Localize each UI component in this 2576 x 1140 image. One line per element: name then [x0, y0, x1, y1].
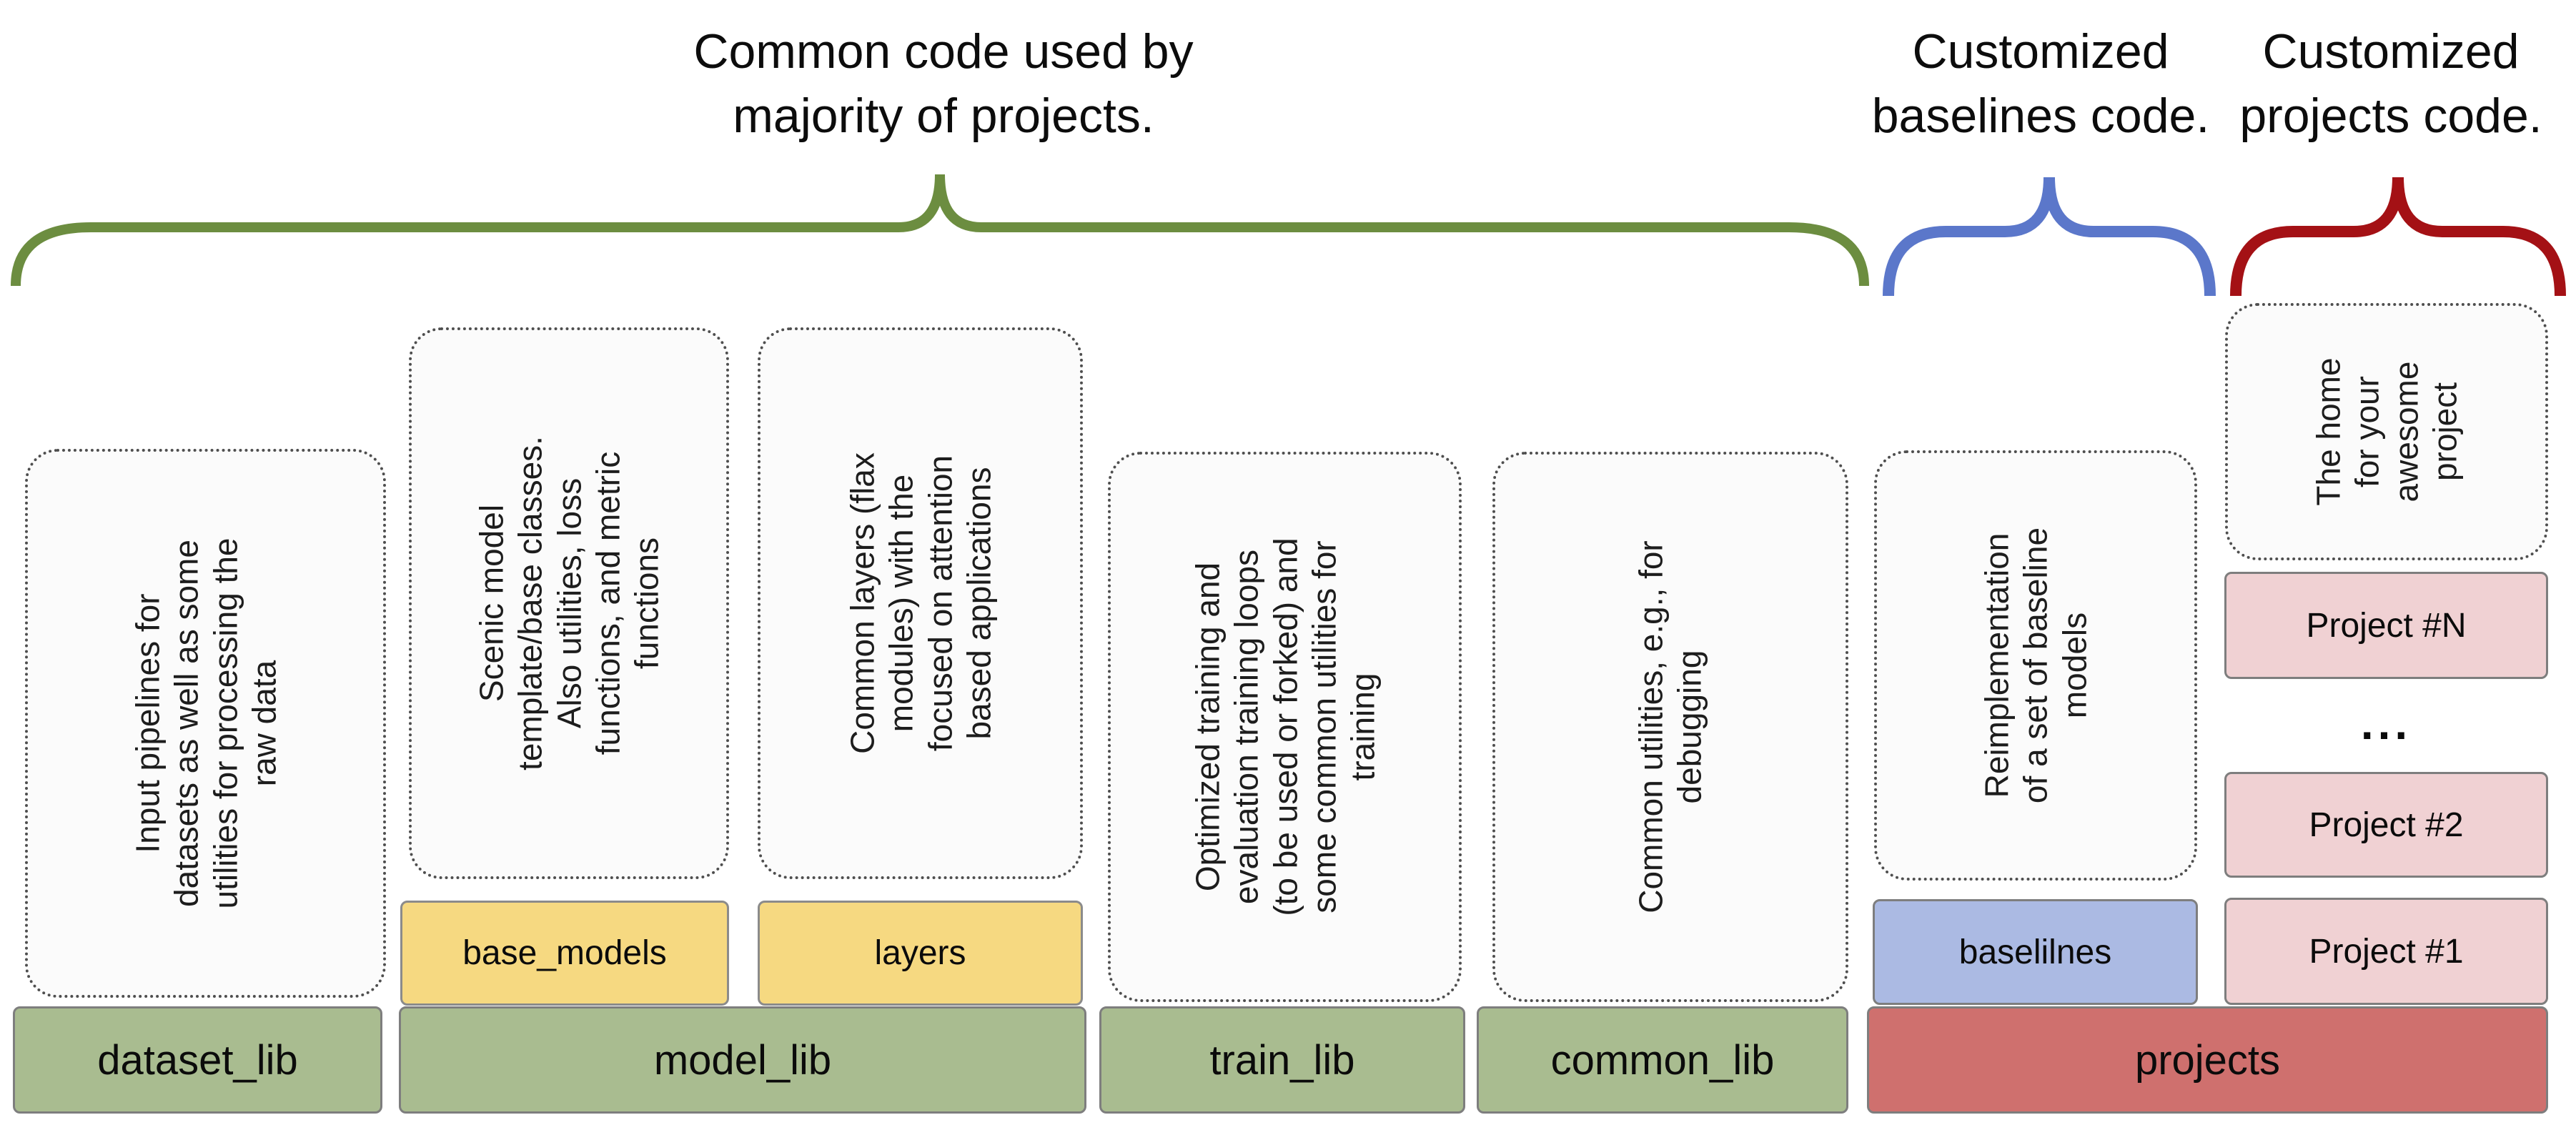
module-baselines: baselilnes [1873, 899, 2198, 1005]
brace-customized-baselines [1883, 177, 2216, 297]
description-base-models-text: Scenic model template/base classes. Also… [472, 436, 665, 770]
description-layers-text: Common layers (flax modules) with the fo… [843, 452, 997, 754]
module-dataset-lib: dataset_lib [13, 1006, 382, 1114]
description-baselines-text: Reimplementation of a set of baseline mo… [1978, 527, 2094, 804]
description-layers: Common layers (flax modules) with the fo… [758, 327, 1083, 879]
header-customized-baselines: Customized baselines code. [1871, 24, 2210, 143]
module-base-models: base_models [400, 901, 729, 1006]
description-train-lib: Optimized training and evaluation traini… [1108, 452, 1462, 1002]
header-customized-projects: Customized projects code. [2239, 24, 2542, 143]
description-dataset-lib-text: Input pipelines for datasets as well as … [128, 537, 282, 909]
module-projects: projects [1867, 1006, 2548, 1114]
description-base-models: Scenic model template/base classes. Also… [409, 327, 729, 879]
description-train-lib-text: Optimized training and evaluation traini… [1188, 537, 1381, 916]
description-common-lib-text: Common utilities, e.g., for debugging [1632, 540, 1708, 913]
project-box-n: Project #N [2224, 572, 2548, 679]
module-common-lib: common_lib [1477, 1006, 1848, 1114]
description-common-lib: Common utilities, e.g., for debugging [1492, 452, 1848, 1002]
description-projects-home-text: The home for your awesome project [2309, 357, 2464, 506]
description-projects-home: The home for your awesome project [2225, 303, 2548, 560]
header-common-code: Common code used by majority of projects… [693, 24, 1194, 143]
project-box-1: Project #1 [2224, 898, 2548, 1005]
brace-customized-projects [2230, 177, 2566, 297]
description-dataset-lib: Input pipelines for datasets as well as … [25, 449, 386, 998]
module-layers: layers [758, 901, 1083, 1006]
module-model-lib: model_lib [399, 1006, 1086, 1114]
description-baselines: Reimplementation of a set of baseline mo… [1874, 450, 2197, 881]
brace-common-code [11, 174, 1869, 287]
project-box-2: Project #2 [2224, 772, 2548, 878]
project-ellipsis: ... [2360, 698, 2412, 749]
module-train-lib: train_lib [1099, 1006, 1465, 1114]
